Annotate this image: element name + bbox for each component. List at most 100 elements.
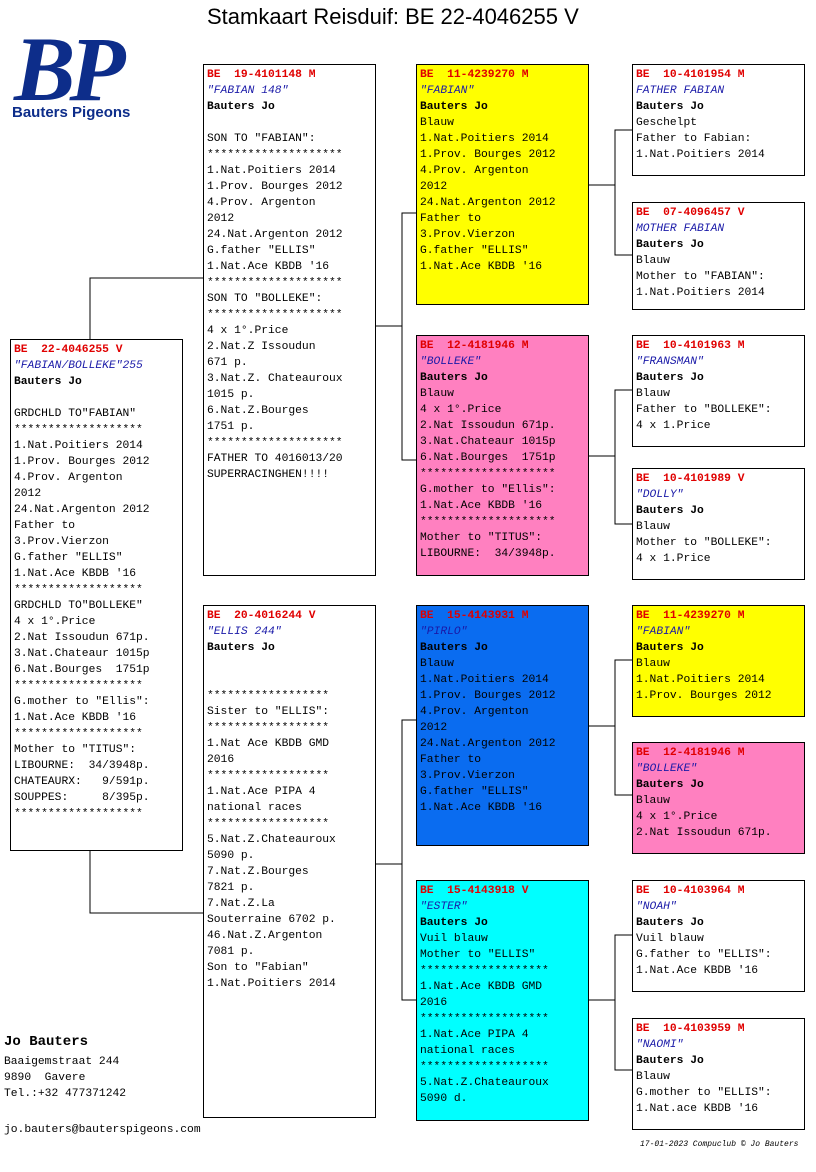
pedigree-note-line: *******************: [420, 1061, 549, 1073]
pedigree-note-line: ********************: [207, 277, 343, 289]
pigeon-owner: Bauters Jo: [636, 505, 704, 517]
pedigree-note-line: GRDCHLD TO"FABIAN": [14, 408, 137, 420]
pedigree-note-line: ******************: [207, 722, 330, 734]
pedigree-note-line: 4.Prov. Argenton: [207, 197, 316, 209]
pedigree-note-line: Blauw: [636, 1071, 670, 1083]
pigeon-owner: Bauters Jo: [420, 372, 488, 384]
pedigree-note-line: ********************: [207, 437, 343, 449]
pedigree-note-line: Mother to "BOLLEKE":: [636, 537, 772, 549]
pedigree-note-line: Blauw: [636, 521, 670, 533]
pedigree-note-line: 5.Nat.Z.Chateauroux: [420, 1077, 549, 1089]
pedigree-note-line: [14, 390, 182, 406]
pedigree-note-line: Blauw: [636, 255, 670, 267]
ring-number: BE 12-4181946 M: [420, 340, 529, 352]
pedigree-note-line: 7821 p.: [207, 882, 255, 894]
pedigree-note-line: 1.Nat.Ace KBDB '16: [14, 712, 137, 724]
ring-number: BE 10-4101989 V: [636, 473, 745, 485]
ring-number: BE 15-4143931 M: [420, 610, 529, 622]
pigeon-name: "NAOMI": [636, 1039, 684, 1051]
ring-number: BE 11-4239270 M: [420, 69, 529, 81]
pedigree-note-line: national races: [207, 802, 302, 814]
pedigree-note-line: *******************: [14, 424, 143, 436]
pigeon-name: "FABIAN 148": [207, 85, 289, 97]
breeder-address-line: 9890 Gavere: [4, 1072, 86, 1084]
pigeon-name: "ELLIS 244": [207, 626, 282, 638]
pedigree-note-line: 2.Nat Issoudun 671p.: [636, 827, 772, 839]
pigeon-owner: Bauters Jo: [636, 239, 704, 251]
pedigree-note-line: 3.Prov.Vierzon: [14, 536, 109, 548]
pedigree-note-line: SON TO "FABIAN":: [207, 133, 316, 145]
breeder-email[interactable]: jo.bauters@bauterspigeons.com: [4, 1124, 201, 1136]
footer-credit: 17-01-2023 Compuclub © Jo Bauters: [640, 1140, 799, 1149]
pedigree-note-line: Blauw: [420, 658, 454, 670]
pedigree-note-line: Sister to "ELLIS":: [207, 706, 330, 718]
pedigree-note-line: 5.Nat.Z.Chateauroux: [207, 834, 336, 846]
pedigree-note-line: 671 p.: [207, 357, 248, 369]
pigeon-name: "FABIAN/BOLLEKE"255: [14, 360, 143, 372]
pedigree-card-fm: BE 12-4181946 M "BOLLEKE" Bauters Jo Blauw 4…: [416, 335, 589, 576]
pedigree-note-line: *******************: [14, 584, 143, 596]
pedigree-note-line: 1.Nat.Poitiers 2014: [636, 674, 765, 686]
pedigree-note-line: 46.Nat.Z.Argenton: [207, 930, 323, 942]
pedigree-note-line: 1.Nat.Ace KBDB '16: [636, 965, 759, 977]
pedigree-note-line: 24.Nat.Argenton 2012: [207, 229, 343, 241]
pedigree-note-line: *******************: [420, 965, 549, 977]
pedigree-note-line: 2012: [420, 181, 448, 193]
ring-number: BE 10-4103959 M: [636, 1023, 745, 1035]
pedigree-note-line: 2.Nat Issoudun 671p.: [14, 632, 150, 644]
pedigree-note-line: 1.Nat.Ace PIPA 4: [207, 786, 316, 798]
pedigree-note-line: 4 x 1°.Price: [14, 616, 96, 628]
pedigree-note-line: ********************: [420, 516, 556, 528]
pedigree-note-line: 7081 p.: [207, 946, 255, 958]
ring-number: BE 20-4016244 V: [207, 610, 316, 622]
pedigree-note-line: 4 x 1°.Price: [636, 811, 718, 823]
ring-number: BE 10-4101954 M: [636, 69, 745, 81]
pigeon-name: "PIRLO": [420, 626, 468, 638]
pedigree-note-line: 6.Nat.Bourges 1751p: [420, 452, 556, 464]
pedigree-note-line: 4.Prov. Argenton: [14, 472, 123, 484]
pedigree-note-line: 1.Nat.Poitiers 2014: [420, 674, 549, 686]
pedigree-note-line: 4 x 1°.Price: [420, 404, 502, 416]
pigeon-owner: Bauters Jo: [636, 1055, 704, 1067]
pedigree-note-line: FATHER TO 4016013/20: [207, 453, 343, 465]
pedigree-note-line: G.father "ELLIS": [420, 786, 529, 798]
pedigree-note-line: Blauw: [636, 795, 670, 807]
pedigree-note-line: ********************: [207, 149, 343, 161]
pedigree-note-line: Blauw: [420, 388, 454, 400]
ring-number: BE 11-4239270 M: [636, 610, 745, 622]
pedigree-note-line: 1.Nat.Poitiers 2014: [14, 440, 143, 452]
pigeon-name: MOTHER FABIAN: [636, 223, 725, 235]
logo-text: Bauters Pigeons: [12, 104, 131, 121]
pigeon-name: "NOAH": [636, 901, 677, 913]
pedigree-note-line: 2016: [420, 997, 448, 1009]
pigeon-owner: Bauters Jo: [420, 101, 488, 113]
pedigree-note-line: Son to "Fabian": [207, 962, 309, 974]
pedigree-note-line: 1.Nat.Poitiers 2014: [207, 978, 336, 990]
pigeon-name: "FABIAN": [636, 626, 691, 638]
pedigree-note-line: Mother to "ELLIS": [420, 949, 536, 961]
pedigree-card-father: BE 19-4101148 M"FABIAN 148"Bauters Jo SO…: [203, 64, 376, 576]
pedigree-note-line: 1.Nat.Poitiers 2014: [420, 133, 549, 145]
pedigree-note-line: 5090 p.: [207, 850, 255, 862]
pigeon-owner: Bauters Jo: [636, 372, 704, 384]
pigeon-name: "BOLLEKE": [420, 356, 482, 368]
ring-number: BE 22-4046255 V: [14, 344, 123, 356]
pedigree-note-line: G.father to "ELLIS":: [636, 949, 772, 961]
pedigree-note-line: 3.Nat.Chateaur 1015p: [14, 648, 150, 660]
pedigree-note-line: 1.Nat.Ace KBDB '16: [420, 802, 543, 814]
pedigree-note-line: 24.Nat.Argenton 2012: [420, 197, 556, 209]
pedigree-note-line: 1.Nat.Ace KBDB '16: [14, 568, 137, 580]
ring-number: BE 19-4101148 M: [207, 69, 316, 81]
pedigree-note-line: SUPERRACINGHEN!!!!: [207, 469, 330, 481]
pedigree-note-line: 6.Nat.Z.Bourges: [207, 405, 309, 417]
pigeon-name: "DOLLY": [636, 489, 684, 501]
pedigree-note-line: *******************: [420, 1013, 549, 1025]
pedigree-note-line: national races: [420, 1045, 515, 1057]
pedigree-note-line: Vuil blauw: [636, 933, 704, 945]
pedigree-note-line: Father to Fabian:: [636, 133, 752, 145]
pedigree-note-line: SON TO "BOLLEKE":: [207, 293, 323, 305]
